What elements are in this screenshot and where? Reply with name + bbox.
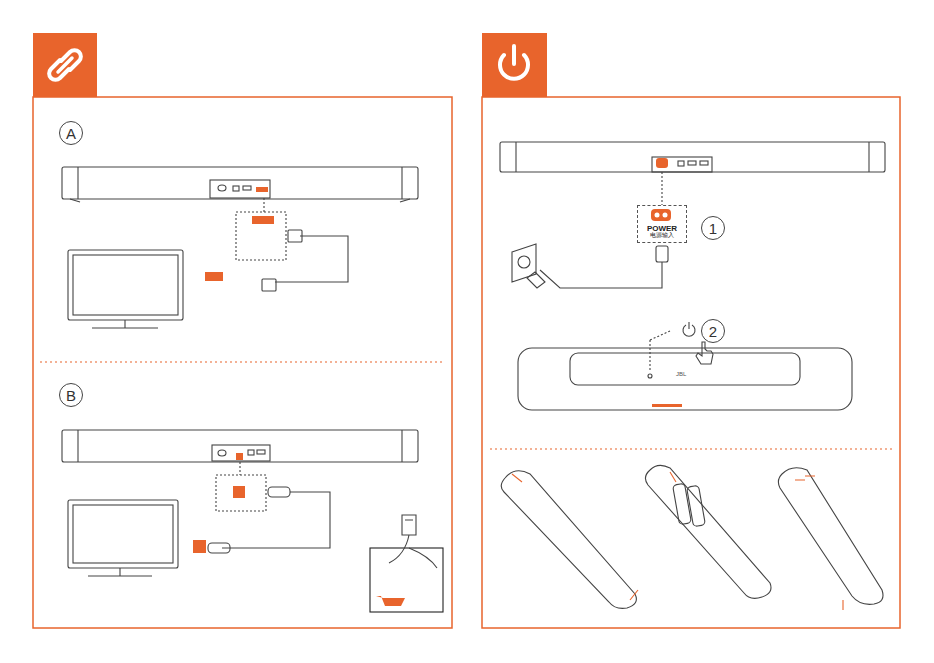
step-label: A (66, 126, 76, 141)
step-circle: 1 (701, 216, 725, 240)
port-subname: 电源输入 (650, 233, 674, 239)
step-circle: A (59, 121, 83, 145)
brand-logo: JBL (676, 371, 686, 377)
step-circle: 2 (701, 319, 725, 343)
step-label: 1 (709, 221, 717, 236)
power-port-callout: POWER电源输入 (637, 205, 687, 243)
step-label: B (66, 388, 76, 403)
step-label: 2 (709, 324, 717, 339)
step-circle: B (59, 383, 83, 407)
port-name: POWER (647, 225, 677, 233)
